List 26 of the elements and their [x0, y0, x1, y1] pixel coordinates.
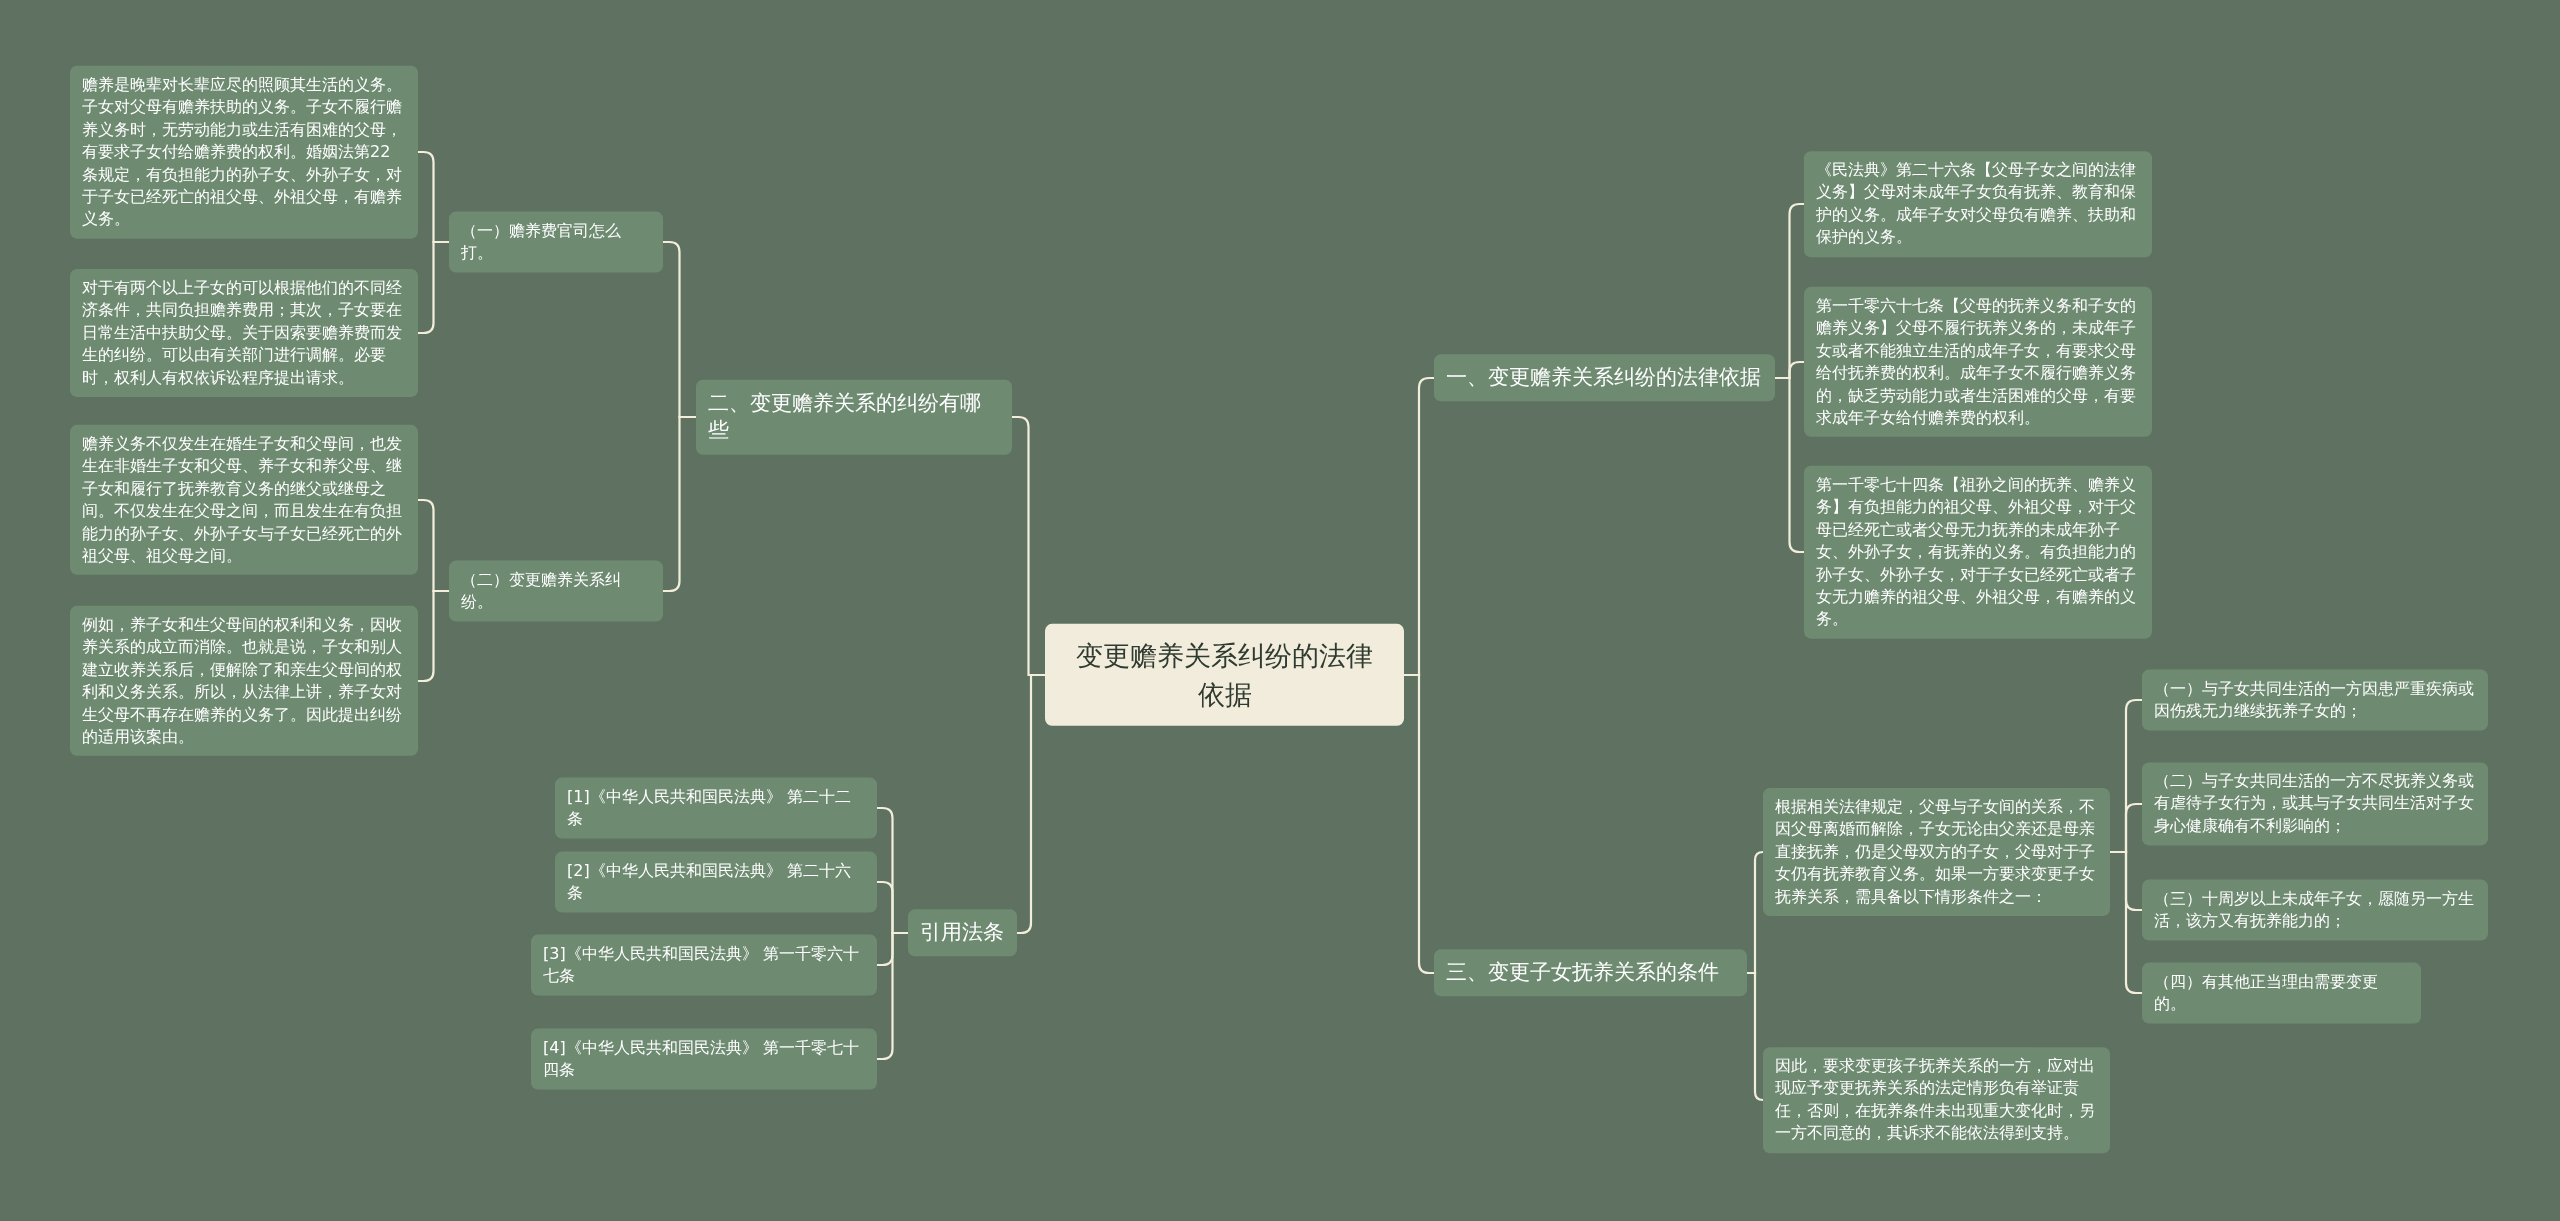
subtopic-box: （二）变更赡养关系纠纷。: [449, 560, 663, 622]
branch-topic-box: 二、变更赡养关系的纠纷有哪些: [696, 379, 1012, 455]
connector-line: [663, 415, 696, 593]
connector-line: [1017, 673, 1045, 935]
subtopic-box: 对于有两个以上子女的可以根据他们的不同经济条件，共同负担赡养费用；其次，子女要在日常生活中扶助父母。关于因索要赡养费而发生的纠纷。可以由有关部门进行调解。必要时，权利人有权依诉讼程序提出请求。: [70, 269, 418, 397]
subtopic-box: 第一千零六十七条【父母的抚养义务和子女的赡养义务】父母不履行抚养义务的，未成年子女或者不能独立生活的成年子女，有要求父母给付抚养费的权利。成年子女不履行赡养义务的，缺乏劳动能力或者生活困难的父母，有要求成年子女给付赡养费的权利。: [1804, 286, 2152, 438]
branch-topic-box: 三、变更子女抚养关系的条件: [1434, 949, 1747, 997]
subtopic-box: [4]《中华人民共和国民法典》 第一千零七十四条: [531, 1028, 877, 1090]
central-topic-box: 变更赡养关系纠纷的法律依据: [1045, 623, 1404, 727]
subtopic-box: 赡养是晚辈对长辈应尽的照顾其生活的义务。子女对父母有赡养扶助的义务。子女不履行赡养义务时，无劳动能力或生活有困难的父母，有要求子女付给赡养费的权利。婚姻法第22条规定，有负担能力的孙子女、外孙子女，对于子女已经死亡的祖父母、外祖父母，有赡养义务。: [70, 65, 418, 239]
subtopic-box: 《民法典》第二十六条【父母子女之间的法律义务】父母对未成年子女负有抚养、教育和保护的义务。成年子女对父母负有赡养、扶助和保护的义务。: [1804, 151, 2152, 257]
subtopic-box: （四）有其他正当理由需要变更的。: [2142, 962, 2421, 1024]
branch-topic-box: 一、变更赡养关系纠纷的法律依据: [1434, 354, 1775, 402]
subtopic-box: [1]《中华人民共和国民法典》 第二十二条: [555, 777, 877, 839]
subtopic-box: [2]《中华人民共和国民法典》 第二十六条: [555, 851, 877, 913]
subtopic-box: 根据相关法律规定，父母与子女间的关系，不因父母离婚而解除，子女无论由父亲还是母亲直接抚养，仍是父母双方的子女，父母对于子女仍有抚养教育义务。如果一方要求变更子女抚养关系，需具备以下情形条件之一：: [1763, 788, 2110, 916]
subtopic-box: [3]《中华人民共和国民法典》 第一千零六十七条: [531, 934, 877, 996]
subtopic-box: 例如，养子女和生父母间的权利和义务，因收养关系的成立而消除。也就是说，子女和别人建立收养关系后，便解除了和亲生父母间的权利和义务关系。所以，从法律上讲，养子女对生父母不再存在赡养的义务了。因此提出纠纷的适用该案由。: [70, 605, 418, 757]
subtopic-box: 因此，要求变更孩子抚养关系的一方，应对出现应予变更抚养关系的法定情形负有举证责任，否则，在抚养条件未出现重大变化时，另一方不同意的，其诉求不能依法得到支持。: [1763, 1047, 2110, 1153]
subtopic-box: （一）赡养费官司怎么打。: [449, 211, 663, 273]
subtopic-box: （一）与子女共同生活的一方因患严重疾病或因伤残无力继续抚养子女的；: [2142, 669, 2488, 731]
subtopic-box: 第一千零七十四条【祖孙之间的抚养、赡养义务】有负担能力的祖父母、外祖父母，对于父母已经死亡或者父母无力抚养的未成年孙子女、外孙子女，有抚养的义务。有负担能力的孙子女、外孙子女，对于子女已经死亡或者子女无力赡养的祖父母、外祖父母，有赡养的义务。: [1804, 465, 2152, 639]
subtopic-box: （三）十周岁以上未成年子女，愿随另一方生活，该方又有抚养能力的；: [2142, 879, 2488, 941]
subtopic-box: （二）与子女共同生活的一方不尽抚养义务或有虐待子女行为，或其与子女共同生活对子女身心健康确有不利影响的；: [2142, 762, 2488, 846]
subtopic-box: 赡养义务不仅发生在婚生子女和父母间，也发生在非婚生子女和父母、养子女和养父母、继子女和履行了抚养教育义务的继父或继母之间。不仅发生在父母之间，而且发生在有负担能力的孙子女、外孙子女与子女已经死亡的外祖父母、祖父母之间。: [70, 424, 418, 576]
branch-topic-box: 引用法条: [908, 909, 1017, 957]
